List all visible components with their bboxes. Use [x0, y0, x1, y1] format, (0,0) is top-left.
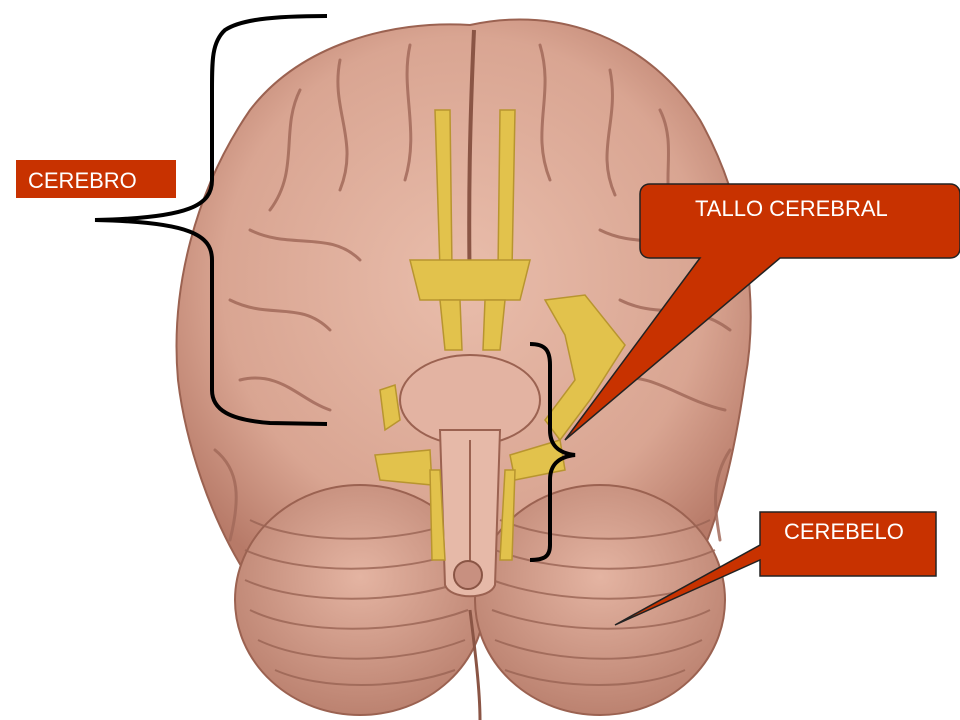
tallo-bracket: [529, 342, 576, 562]
cerebelo-text: CEREBELO: [784, 519, 904, 544]
cranial-nerves: [374, 109, 626, 561]
cerebelo-callout: CEREBELO: [614, 511, 937, 626]
tallo-cerebral-callout: TALLO CEREBRAL: [564, 183, 960, 441]
cerebro-bracket: [94, 14, 328, 426]
brainstem-shape: [399, 354, 541, 598]
brain-inferior-view-icon: [175, 18, 752, 720]
cerebro-text: CEREBRO: [28, 168, 137, 193]
tallo-cerebral-text: TALLO CEREBRAL: [695, 196, 888, 221]
cerebro-label: CEREBRO: [16, 160, 176, 198]
